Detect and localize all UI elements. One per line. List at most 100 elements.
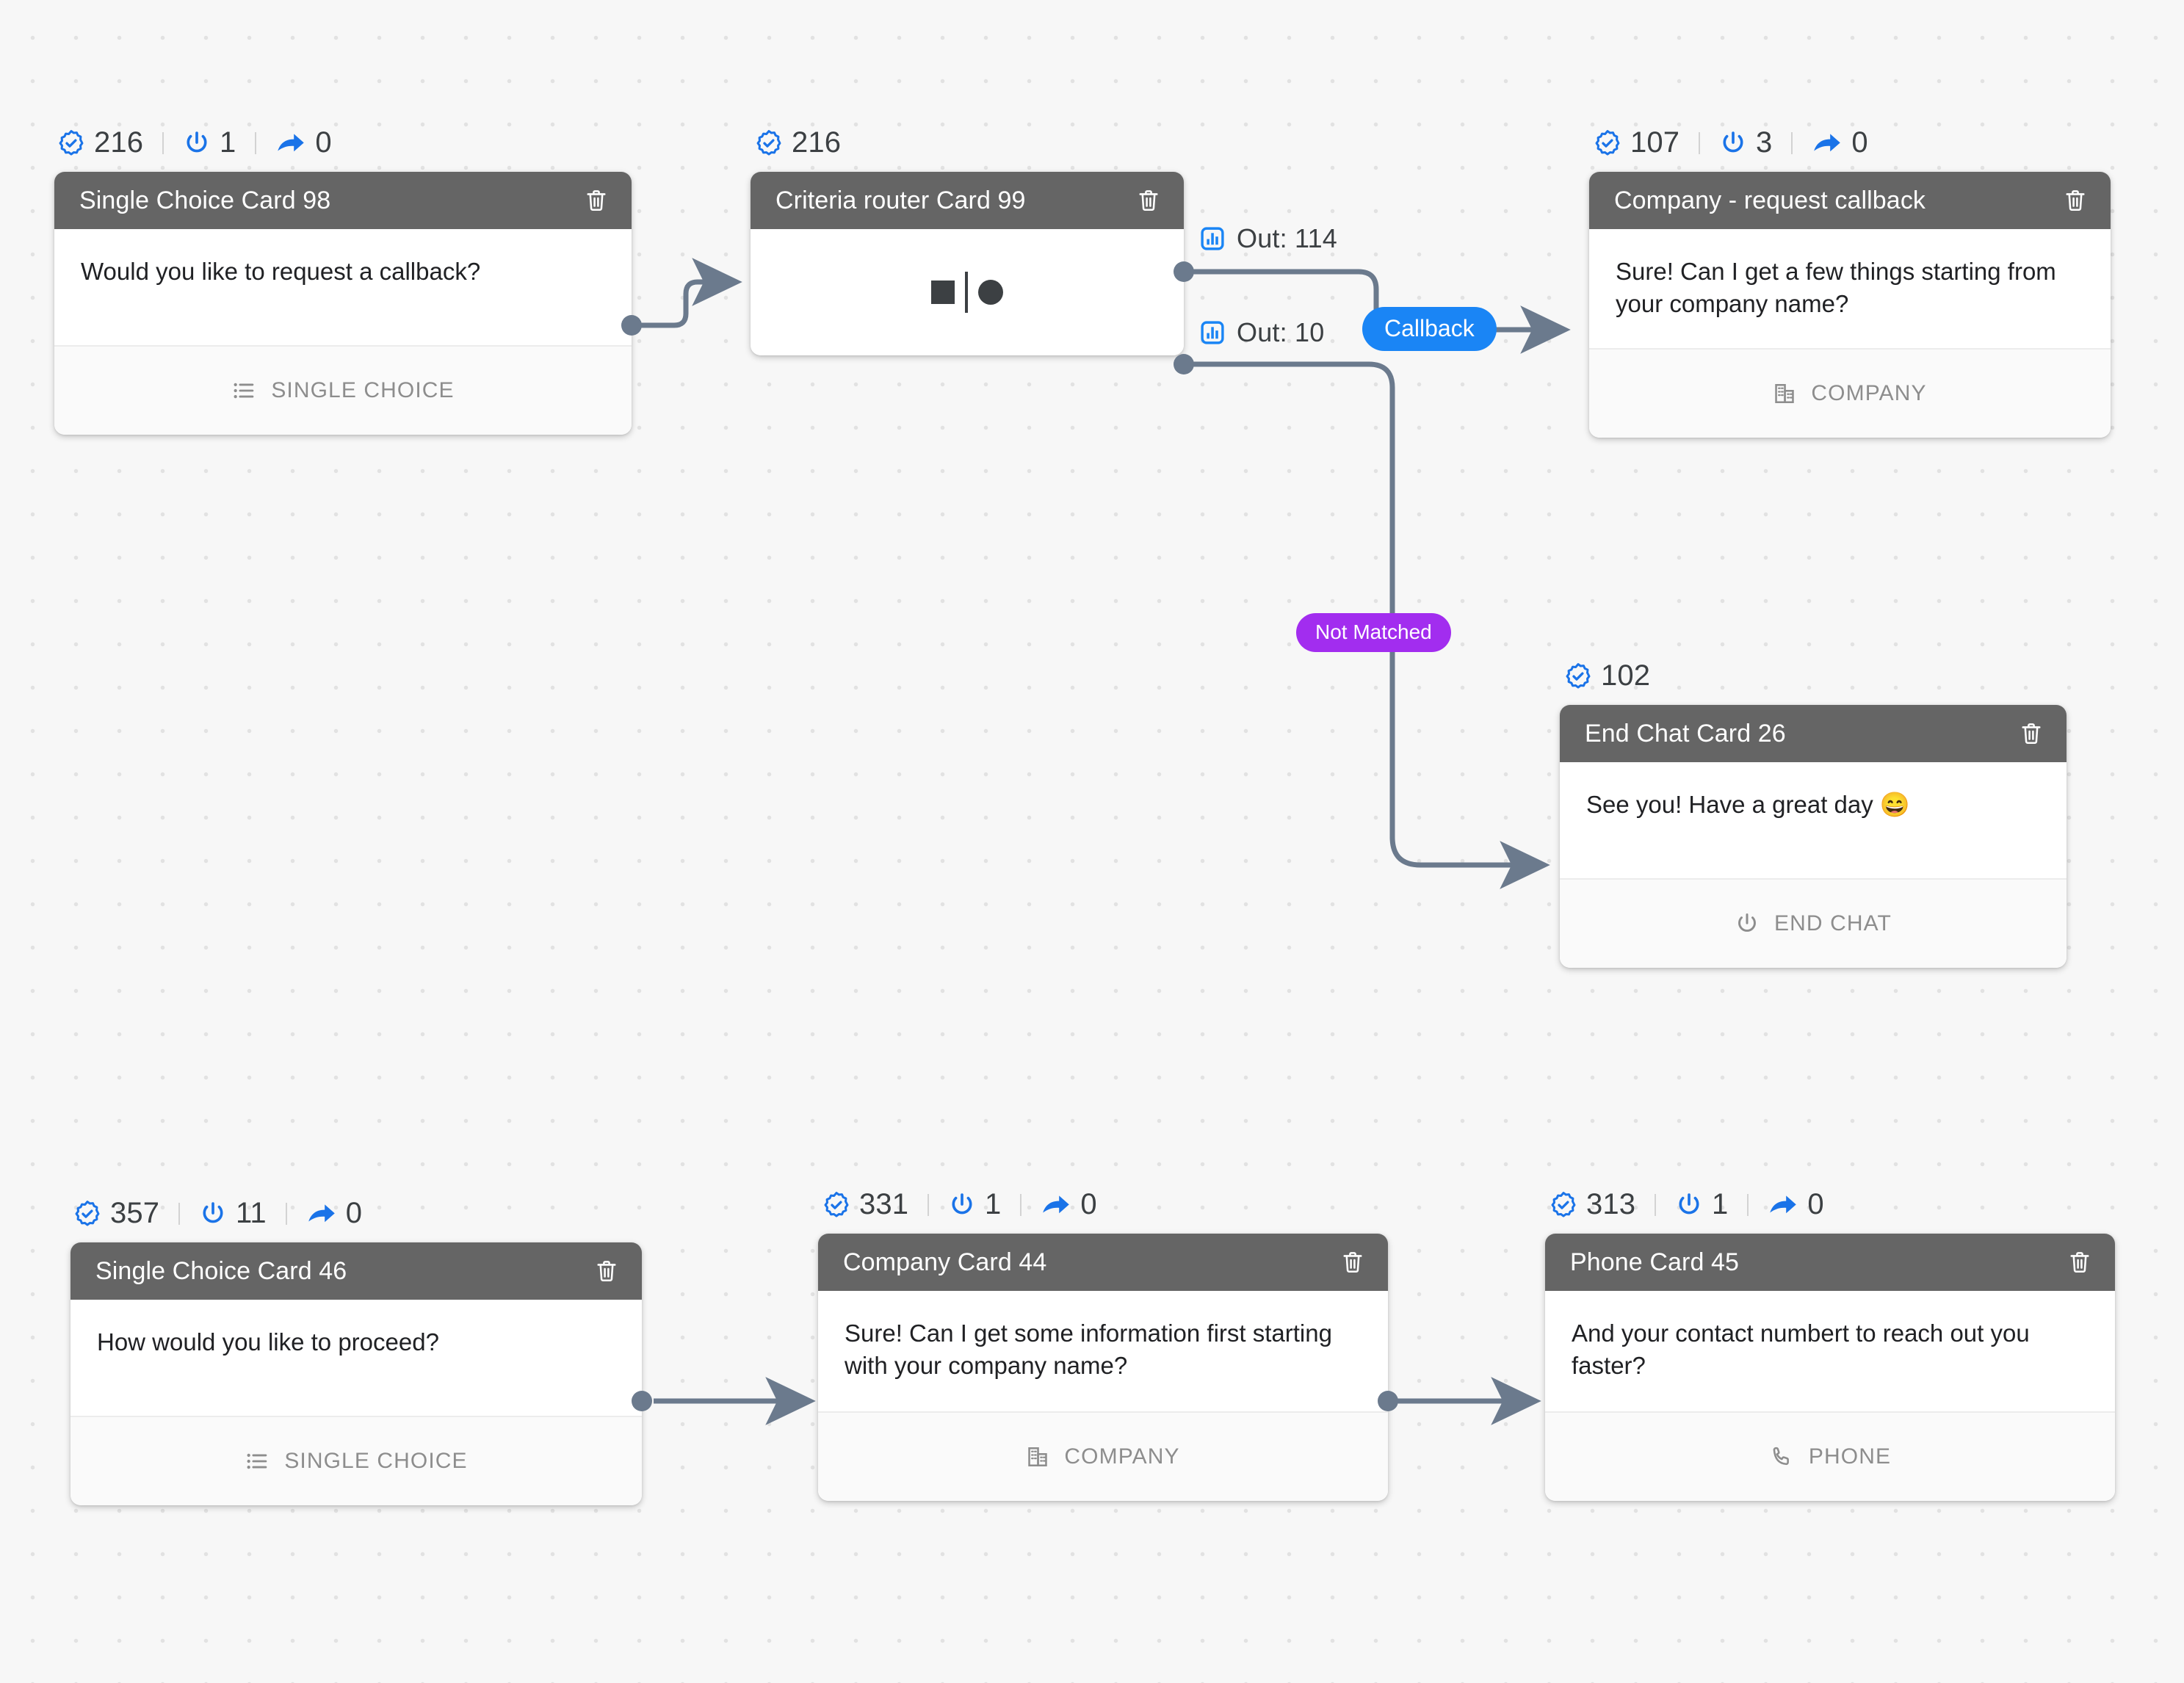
card-footer[interactable]: COMPANY [818,1411,1388,1501]
card-footer-label: SINGLE CHOICE [284,1449,468,1473]
card-single-choice-98[interactable]: Single Choice Card 98 Would you like to … [54,172,632,435]
card-title: Company - request callback [1614,186,1926,214]
trash-icon[interactable] [592,1256,621,1286]
building-icon [1773,382,1796,405]
trash-icon[interactable] [2061,186,2090,215]
power-icon [1675,1191,1703,1219]
router-split-icon [751,229,1184,355]
share-arrow-icon [1768,1191,1798,1219]
power-icon [1735,911,1760,936]
verified-badge-icon [1594,129,1621,157]
trash-icon[interactable] [2065,1248,2094,1277]
router-output-label-1: Out: 114 [1200,223,1337,254]
share-arrow-icon [1041,1191,1071,1219]
power-stat: 11 [199,1197,267,1230]
card-footer-label: PHONE [1808,1444,1892,1469]
card-header: Phone Card 45 [1545,1234,2115,1291]
card-body-text: Would you like to request a callback? [81,258,481,285]
output-port[interactable] [1378,1391,1398,1411]
router-circle-shape [978,280,1003,305]
card-footer[interactable]: COMPANY [1589,348,2111,438]
edge-badge-callback[interactable]: Callback [1362,307,1497,351]
card-stats: 216 1 0 [57,126,332,159]
verified-badge-icon [1550,1191,1577,1219]
list-icon [245,1449,270,1474]
power-stat: 1 [948,1188,1001,1221]
stat-divider [1747,1193,1749,1216]
verified-stat: 216 [755,126,841,159]
card-footer[interactable]: PHONE [1545,1411,2115,1501]
card-header: Single Choice Card 98 [54,172,632,229]
verified-badge-icon [755,129,783,157]
verified-stat: 102 [1564,659,1650,692]
share-count: 0 [1080,1188,1097,1220]
trash-icon[interactable] [582,186,611,215]
card-header: Company - request callback [1589,172,2111,229]
power-count: 11 [236,1197,267,1229]
card-body: Would you like to request a callback? [54,229,632,345]
verified-stat: 357 [73,1197,159,1230]
card-footer-label: COMPANY [1064,1444,1180,1469]
router-output-port-1[interactable] [1174,261,1194,282]
power-icon [948,1191,976,1219]
share-arrow-icon [275,129,306,157]
card-body-text: How would you like to proceed? [97,1328,439,1356]
building-icon [1026,1445,1049,1469]
verified-count: 357 [110,1197,160,1229]
stat-divider [928,1193,930,1216]
trash-icon[interactable] [2017,719,2046,748]
card-company-request-callback[interactable]: Company - request callback Sure! Can I g… [1589,172,2111,438]
router-square-shape [931,280,955,304]
share-count: 0 [1851,126,1868,159]
card-body: Sure! Can I get a few things starting fr… [1589,229,2111,348]
share-stat: 0 [275,126,332,159]
output-port[interactable] [621,315,642,336]
card-stats: 357 11 0 [73,1197,362,1230]
card-body: How would you like to proceed? [70,1300,642,1416]
card-title: Single Choice Card 98 [79,186,331,214]
card-footer[interactable]: SINGLE CHOICE [70,1416,642,1505]
router-output-text: Out: 114 [1237,223,1338,253]
card-header: End Chat Card 26 [1560,705,2067,762]
card-body-text: And your contact numbert to reach out yo… [1572,1320,2030,1379]
output-port[interactable] [632,1391,652,1411]
phone-icon [1769,1444,1794,1469]
stat-divider [1699,131,1701,154]
verified-count: 102 [1601,659,1651,692]
card-body: And your contact numbert to reach out yo… [1545,1291,2115,1411]
share-count: 0 [315,126,332,159]
router-output-label-2: Out: 10 [1200,317,1324,348]
router-output-port-2[interactable] [1174,354,1194,374]
verified-count: 216 [94,126,144,159]
share-count: 0 [1807,1188,1824,1220]
card-title: Phone Card 45 [1570,1248,1740,1276]
card-company-44[interactable]: Company Card 44 Sure! Can I get some inf… [818,1234,1388,1501]
verified-count: 331 [859,1188,909,1220]
verified-badge-icon [1564,662,1592,690]
verified-count: 313 [1586,1188,1636,1220]
card-body-text: See you! Have a great day 😄 [1586,791,1911,818]
edge-badge-not-matched[interactable]: Not Matched [1296,613,1451,652]
card-phone-45[interactable]: Phone Card 45 And your contact numbert t… [1545,1234,2115,1501]
power-count: 1 [1712,1188,1729,1220]
stat-divider [1020,1193,1022,1216]
stat-divider [255,131,257,154]
card-footer[interactable]: SINGLE CHOICE [54,345,632,435]
stat-divider [1655,1193,1657,1216]
verified-stat: 107 [1594,126,1679,159]
card-title: End Chat Card 26 [1585,719,1786,748]
stat-divider [162,131,164,154]
card-stats: 107 3 0 [1594,126,1868,159]
router-divider-shape [965,272,968,313]
trash-icon[interactable] [1338,1248,1367,1277]
card-stats: 216 [755,126,841,159]
card-single-choice-46[interactable]: Single Choice Card 46 How would you like… [70,1242,642,1505]
card-end-chat-26[interactable]: End Chat Card 26 See you! Have a great d… [1560,705,2067,968]
share-arrow-icon [306,1200,337,1228]
card-criteria-router-99[interactable]: Criteria router Card 99 [751,172,1184,355]
list-icon [231,378,256,403]
trash-icon[interactable] [1134,186,1163,215]
card-footer[interactable]: END CHAT [1560,878,2067,968]
verified-stat: 216 [57,126,143,159]
